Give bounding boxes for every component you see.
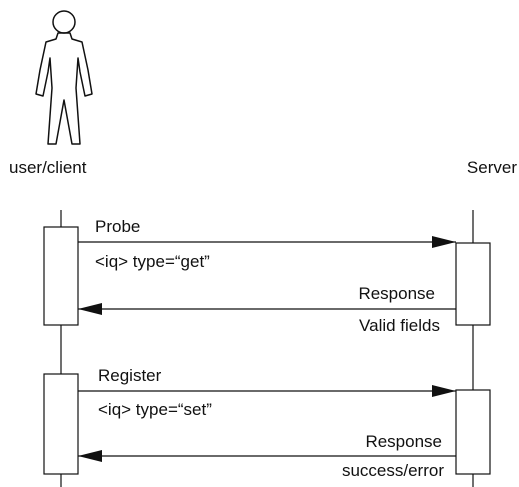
message-title-probe: Probe bbox=[95, 217, 141, 236]
message-title-response-1: Response bbox=[358, 284, 435, 303]
client-activation-box-2 bbox=[43, 373, 79, 475]
message-detail-response-1: Valid fields bbox=[359, 316, 440, 335]
message-title-register: Register bbox=[98, 366, 162, 385]
user-actor-icon bbox=[35, 10, 93, 145]
client-activation-box-1 bbox=[43, 226, 79, 326]
message-detail-response-2: success/error bbox=[341, 461, 444, 480]
client-actor-label: user/client bbox=[9, 158, 87, 177]
server-activation-box-1 bbox=[455, 242, 491, 326]
message-detail-register: <iq> type=“set” bbox=[98, 400, 212, 419]
server-activation-box-2 bbox=[455, 389, 491, 475]
server-actor-label: Server bbox=[466, 158, 517, 177]
message-title-response-2: Response bbox=[365, 432, 442, 451]
message-detail-probe: <iq> type=“get” bbox=[95, 252, 210, 271]
